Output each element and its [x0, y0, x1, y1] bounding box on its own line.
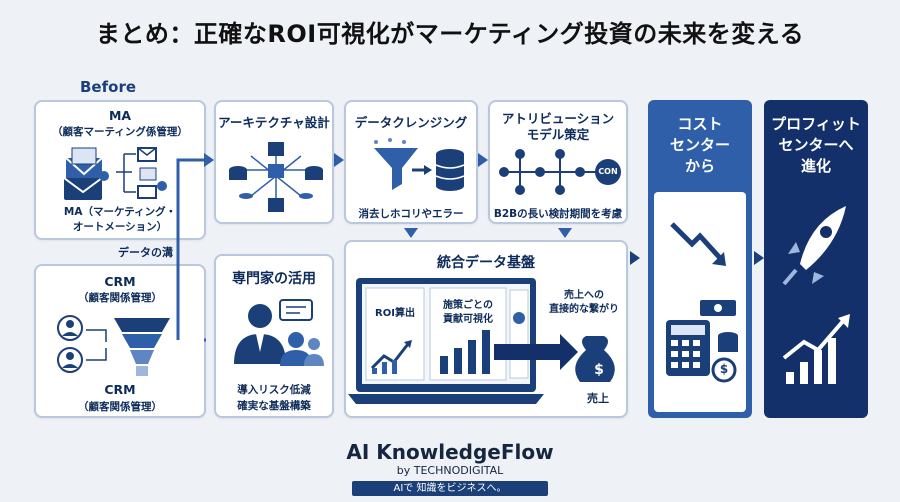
cleansing-step: データクレンジング 消去しホコリやエラー	[344, 100, 478, 224]
coin-dollar-icon: $	[719, 362, 729, 376]
cost-center-panel: $	[654, 192, 746, 412]
laptop-dashboard	[348, 278, 615, 404]
profit-center-column: プロフィット センターへ 進化	[764, 100, 868, 418]
contribution-label-1: 施策ごとの	[443, 300, 493, 311]
revenue-link-1: 売上への	[564, 290, 604, 301]
email-automation-icon	[63, 147, 167, 200]
brand-name: AI KnowledgeFlow	[346, 440, 554, 464]
attribution-label-2: モデル策定	[526, 127, 590, 142]
arrow-down-to-platform-2	[558, 228, 572, 238]
cost-center-column: コスト センター から $	[648, 100, 752, 418]
profit-line-3: 進化	[800, 157, 831, 175]
cleansing-label: データクレンジング	[354, 115, 468, 130]
arrow-to-attribution	[478, 153, 488, 167]
attribution-path-icon	[499, 149, 621, 195]
dollar-icon: $	[594, 362, 604, 378]
sales-label: 売上	[587, 392, 609, 405]
crm-title: CRM	[104, 274, 136, 289]
profit-line-2: センターへ	[778, 136, 854, 154]
funnel-database-icon	[374, 138, 465, 191]
cost-line-3: から	[684, 157, 715, 175]
revenue-link-2: 直接的な繋がり	[549, 304, 619, 315]
attribution-step: アトリビューション モデル策定 CON B2Bの長い検討期間を考慮	[488, 100, 628, 224]
profit-center-panel	[770, 192, 862, 412]
architecture-label: アーキテクチャ設計	[218, 115, 330, 130]
brand-tagline: AIで 知識をビジネスへ。	[352, 481, 548, 496]
roi-label: ROI算出	[375, 308, 415, 319]
con-label: CON	[598, 167, 618, 176]
brand-byline: by TECHNODIGITAL	[396, 464, 504, 477]
attribution-caption: B2Bの長い検討期間を考慮	[493, 208, 623, 220]
cost-line-2: センター	[669, 136, 730, 154]
arrow-to-profit	[754, 251, 764, 265]
cost-line-1: コスト	[677, 115, 723, 133]
consultant-icon	[234, 299, 324, 366]
page-title: まとめ：正確なROI可視化がマーケティング投資の未来を変える	[95, 20, 805, 48]
ma-box: MA （顧客マーティング係管理） MA（マーケティング・ オートメーション）	[34, 100, 206, 240]
expert-title: 専門家の活用	[232, 271, 316, 287]
data-moat-label: データの溝	[116, 244, 175, 260]
crm-bottom-label-2: （顧客関係管理）	[78, 401, 162, 413]
profit-line-1: プロフィット	[771, 115, 861, 133]
crm-box: CRM （顧客関係管理） CRM （顧客関係管理）	[34, 264, 206, 418]
crm-bottom-label: CRM	[104, 382, 136, 397]
cleansing-caption: 消去しホコリやエラー	[358, 208, 464, 220]
customer-funnel-icon	[57, 315, 170, 376]
platform-title: 統合データ基盤	[437, 255, 535, 271]
arrow-to-cleansing	[334, 153, 344, 167]
before-label: Before	[80, 78, 137, 96]
expert-box: 専門家の活用 導入リスク低減 確実な基盤構築	[214, 254, 334, 418]
declining-calculator-icon	[666, 222, 738, 383]
ma-bottom-label: MA（マーケティング・	[63, 206, 177, 218]
crm-subtitle: （顧客関係管理）	[78, 292, 162, 304]
expert-caption-1: 導入リスク低減	[237, 384, 311, 396]
ma-bottom-label-2: オートメーション）	[72, 221, 168, 233]
arrow-to-architecture	[204, 153, 214, 167]
ma-title: MA	[108, 108, 132, 123]
architecture-step: アーキテクチャ設計	[214, 100, 334, 224]
rocket-growth-icon	[782, 206, 850, 384]
architecture-icon	[229, 142, 323, 212]
attribution-label: アトリビューション	[501, 111, 615, 126]
contribution-label-2: 貢献可視化	[443, 314, 493, 325]
expert-caption-2: 確実な基盤構築	[237, 400, 311, 412]
platform-box: 統合データ基盤 ROI算出 施策ごとの 貢献可視化 売上への 直接的な繋がり $…	[344, 240, 628, 418]
arrow-to-cost	[630, 251, 640, 265]
ma-subtitle: （顧客マーティング係管理）	[52, 126, 188, 138]
arrow-down-to-platform-1	[404, 228, 418, 238]
